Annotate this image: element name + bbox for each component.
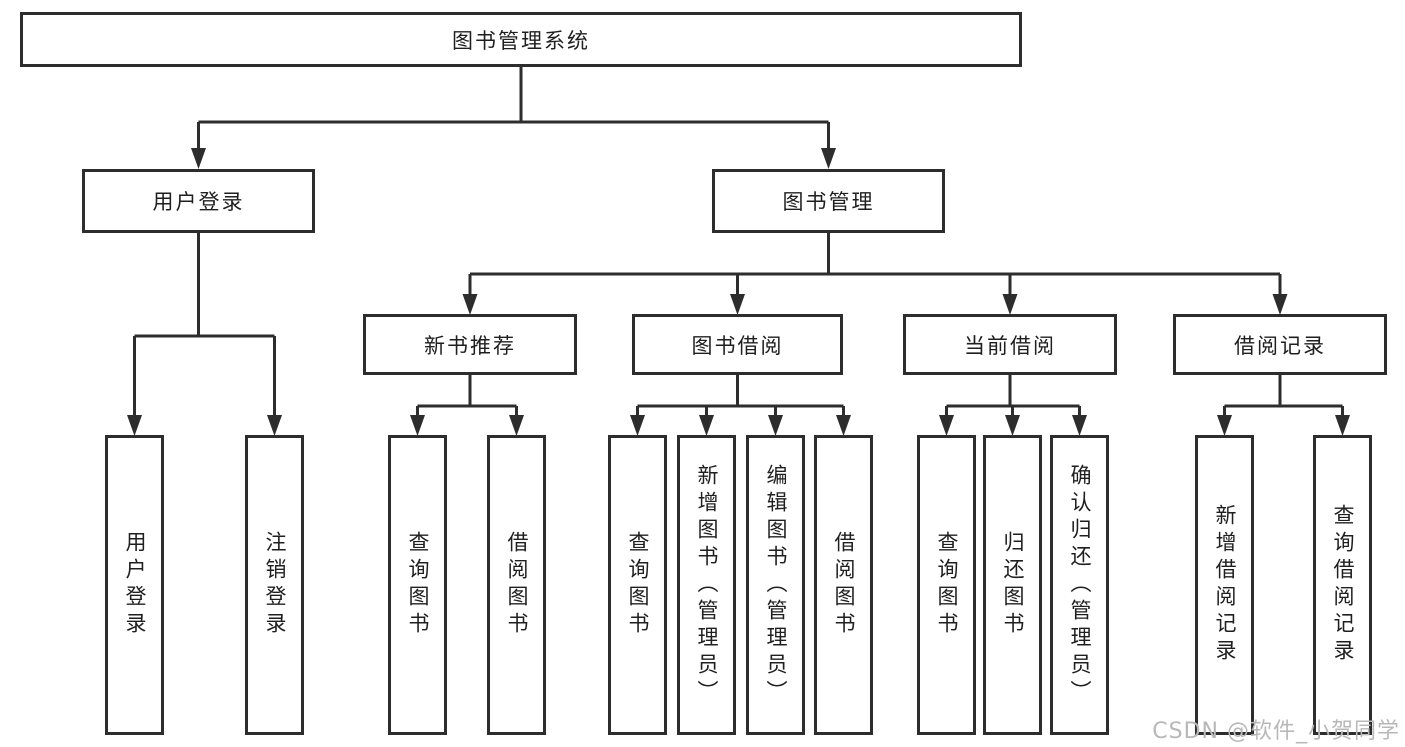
leaf-label: 确认归还（管理员） xyxy=(1068,463,1092,707)
leaf-label: 用户登录 xyxy=(123,531,147,639)
node-label: 用户登录 xyxy=(152,190,245,214)
leaf-label: 借阅图书 xyxy=(832,531,856,639)
leaf-label: 借阅图书 xyxy=(505,531,529,639)
leaf-query-borrow-record: 查询借阅记录 xyxy=(1313,435,1372,735)
node-library-management-system: 图书管理系统 xyxy=(20,12,1022,67)
leaf-label: 归还图书 xyxy=(1001,531,1025,639)
node-new-book-recommendation: 新书推荐 xyxy=(363,314,577,375)
node-borrowing-records: 借阅记录 xyxy=(1173,314,1387,375)
leaf-user-login: 用户登录 xyxy=(105,435,164,735)
leaf-label: 新增图书（管理员） xyxy=(695,463,719,707)
leaf-query-books-current: 查询图书 xyxy=(917,435,976,735)
leaf-edit-book-admin: 编辑图书（管理员） xyxy=(746,435,805,735)
node-label: 当前借阅 xyxy=(964,333,1056,358)
node-user-login: 用户登录 xyxy=(82,169,315,233)
leaf-label: 编辑图书（管理员） xyxy=(764,463,788,707)
watermark-text: CSDN @软件_小贺同学 xyxy=(1152,719,1400,744)
leaf-return-books: 归还图书 xyxy=(983,435,1042,735)
node-label: 借阅记录 xyxy=(1234,333,1326,358)
leaf-add-borrow-record: 新增借阅记录 xyxy=(1195,435,1254,735)
leaf-query-books-recommend: 查询图书 xyxy=(388,435,447,735)
node-label: 图书借阅 xyxy=(691,333,784,358)
leaf-logout: 注销登录 xyxy=(245,435,304,735)
leaf-borrow-books-recommend: 借阅图书 xyxy=(487,435,546,735)
node-current-borrowing: 当前借阅 xyxy=(903,314,1117,375)
node-label: 图书管理系统 xyxy=(452,28,590,53)
leaf-label: 新增借阅记录 xyxy=(1213,504,1237,666)
node-label: 新书推荐 xyxy=(424,333,516,358)
leaf-query-books-borrow: 查询图书 xyxy=(608,435,667,735)
connector-lines xyxy=(133,66,1344,420)
leaf-label: 查询借阅记录 xyxy=(1331,504,1355,666)
leaf-confirm-return-admin: 确认归还（管理员） xyxy=(1050,435,1109,735)
leaf-borrow-books: 借阅图书 xyxy=(814,435,873,735)
node-label: 图书管理 xyxy=(782,190,875,214)
node-book-management: 图书管理 xyxy=(712,169,945,233)
leaf-add-book-admin: 新增图书（管理员） xyxy=(677,435,736,735)
leaf-label: 查询图书 xyxy=(406,531,430,639)
leaf-label: 查询图书 xyxy=(935,531,959,639)
leaf-label: 注销登录 xyxy=(263,531,287,639)
node-book-borrowing: 图书借阅 xyxy=(632,314,843,375)
leaf-label: 查询图书 xyxy=(626,531,650,639)
